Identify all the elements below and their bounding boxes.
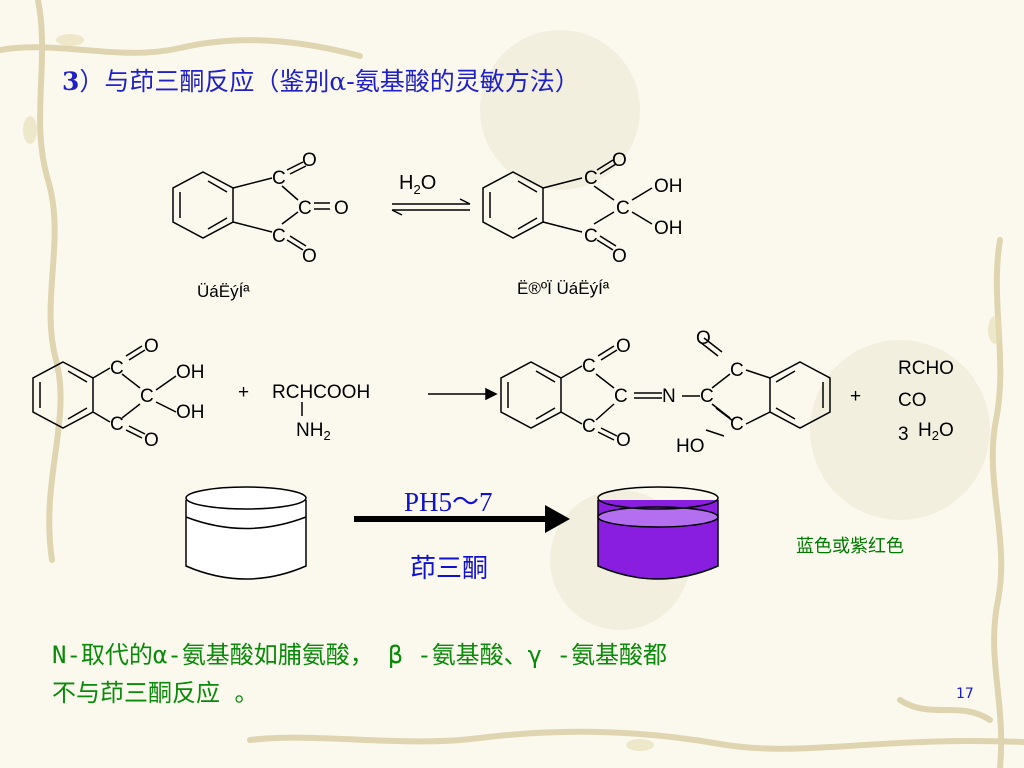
atom-c: C	[272, 168, 286, 189]
atom-o: O	[616, 336, 631, 357]
atom-c: C	[700, 386, 714, 407]
empty-beaker	[185, 500, 307, 580]
title-number: 3	[62, 67, 80, 96]
note-line-1: N-取代的α-氨基酸如脯氨酸， β -氨基酸、γ -氨基酸都	[52, 641, 667, 669]
note-line-2: 不与茚三酮反应 。	[52, 679, 259, 707]
title-text: ）与茚三酮反应（鉴别α-氨基酸的灵敏方法）	[79, 67, 580, 96]
reagent-label: 茚三酮	[410, 554, 489, 584]
atom-o: O	[144, 430, 159, 451]
atom-c: C	[614, 386, 628, 407]
atom-c: C	[298, 198, 312, 219]
atom-o: O	[302, 246, 317, 267]
hydroxyl-label: OH	[176, 362, 205, 383]
atom-o: O	[612, 246, 627, 267]
ninhydrin-caption: ÜáËýÍª	[197, 282, 250, 301]
hydroxyl-label: HO	[676, 436, 705, 457]
page-number: 17	[956, 686, 974, 702]
atom-o: O	[616, 430, 631, 451]
hydroxyl-label: OH	[176, 402, 205, 423]
atom-c: C	[584, 226, 598, 247]
ph-condition: PH5～7	[404, 487, 493, 517]
result-color-label: 蓝色或紫红色	[796, 536, 904, 557]
atom-o: O	[302, 150, 317, 171]
note-text: N-取代的α-氨基酸如脯氨酸， β -氨基酸、γ -氨基酸都 不与茚三酮反应 。	[52, 636, 972, 712]
atom-o: O	[334, 198, 349, 219]
carbon-dioxide-product: CO	[898, 390, 927, 411]
atom-c: C	[110, 358, 124, 379]
amino-acid-formula: RCHCOOH	[272, 382, 370, 403]
atom-c: C	[110, 414, 124, 435]
amine-group: NH2	[296, 420, 331, 443]
atom-c: C	[730, 360, 744, 381]
stoich-coefficient: 3	[898, 424, 909, 445]
atom-c: C	[730, 414, 744, 435]
aldehyde-product: RCHO	[898, 358, 954, 379]
atom-c: C	[140, 386, 154, 407]
plus-sign: +	[238, 382, 249, 403]
atom-c: C	[582, 416, 596, 437]
atom-o: O	[696, 328, 711, 349]
atom-n: N	[662, 386, 676, 407]
plus-sign: +	[850, 386, 861, 407]
hydrate-caption: Ë®ºÏ ÜáËýÍª	[517, 279, 610, 298]
atom-o: O	[612, 150, 627, 171]
slide-title: 3）与茚三酮反应（鉴别α-氨基酸的灵敏方法）	[62, 62, 580, 98]
hydroxyl-label: OH	[654, 176, 683, 197]
atom-c: C	[584, 168, 598, 189]
hydroxyl-label: OH	[654, 218, 683, 239]
atom-o: O	[144, 336, 159, 357]
atom-c: C	[272, 226, 286, 247]
atom-c: C	[582, 356, 596, 377]
water-product: H2O	[918, 420, 954, 443]
atom-c: C	[616, 198, 630, 219]
